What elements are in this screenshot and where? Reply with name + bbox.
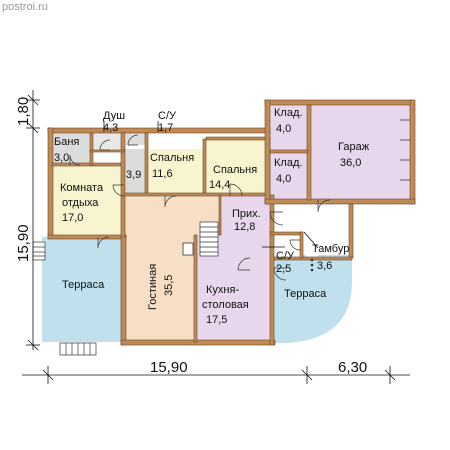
label-kuhnya-1: Кухня-: [206, 284, 239, 296]
wall-klad-mid: [269, 149, 309, 154]
door-spalnya1: [164, 195, 177, 208]
wall-garage-top: [264, 99, 414, 106]
walls: [47, 99, 416, 346]
area-su-bottom: 2,5: [276, 263, 291, 275]
label-gostinaya: Гостиная: [147, 264, 159, 310]
wall-left-upper: [47, 127, 54, 239]
floor-bath-small: [124, 149, 146, 193]
floor-right-block: [272, 195, 352, 255]
wall-su-left: [269, 231, 303, 236]
floor-banya: [52, 133, 92, 165]
tambur-dots: [310, 258, 314, 272]
label-garazh: Гараж: [338, 141, 370, 153]
area-klad1: 4,0: [276, 123, 291, 135]
wall-bottom-living: [120, 339, 276, 346]
label-kuhnya-2: столовая: [202, 299, 249, 311]
label-dush: Душ: [103, 110, 125, 122]
wall-garage-right: [409, 99, 416, 205]
area-garazh: 36,0: [340, 157, 361, 169]
door-kuhnya: [237, 257, 251, 271]
area-bath-small: 3,9: [126, 169, 141, 181]
label-spalnya2: Спальня: [213, 164, 257, 176]
door-garage-right: [400, 159, 410, 181]
label-su-bottom: С/У: [276, 250, 295, 262]
area-spalnya1: 11,6: [152, 168, 173, 180]
label-banya: Баня: [54, 136, 79, 148]
dim-left-main: 15,90: [15, 224, 32, 262]
wall-spalnya1-right: [202, 138, 207, 196]
floor-klad2: [270, 152, 310, 200]
floor-terrasa-right: [272, 252, 352, 343]
door-terrace-left: [97, 236, 110, 249]
wall-spalnya2-top: [205, 136, 271, 141]
area-kuhnya: 17,5: [206, 314, 227, 326]
door-banya: [69, 154, 81, 166]
door-su-bottom: [289, 239, 301, 251]
door-spalnya2: [229, 183, 243, 197]
wall-dush-left: [89, 132, 94, 166]
wall-garage-left: [264, 99, 271, 205]
dimension-lines: [22, 90, 410, 384]
wall-bedrooms-bottom: [123, 192, 271, 197]
stair-block: [199, 221, 219, 257]
door-dush: [99, 139, 111, 151]
label-prih: Прих.: [232, 208, 261, 220]
label-tambur: Тамбур: [312, 243, 349, 255]
area-komnata: 17,0: [62, 212, 83, 224]
floor-fills: [42, 104, 410, 343]
wall-prih-left: [218, 194, 222, 236]
fireplace: [182, 242, 194, 256]
area-dush: 4,3: [103, 122, 118, 134]
wall-left-terrace-top: [47, 234, 127, 240]
label-spalnya1: Спальня: [150, 152, 194, 164]
floor-terrasa-left: [42, 237, 124, 342]
door-garage-left: [400, 119, 410, 141]
wall-su-right: [299, 231, 304, 259]
floor-prih: [220, 195, 272, 235]
floor-spalnya2: [206, 139, 268, 195]
leader-tambur: [303, 231, 319, 249]
label-terrasa-right: Терраса: [284, 288, 327, 300]
wall-bath-right: [144, 132, 149, 196]
area-klad2: 4,0: [276, 173, 291, 185]
wall-gostinaya-left: [120, 234, 127, 346]
door-komnata: [112, 184, 125, 197]
floor-klad1: [270, 104, 310, 152]
label-su-top: С/У: [158, 110, 177, 122]
wall-garage-bottom: [264, 198, 416, 205]
dim-bottom-main: 15,90: [150, 359, 188, 376]
wall-tambur-right: [348, 203, 354, 259]
label-terrasa-left: Терраса: [62, 279, 105, 291]
floor-dush: [92, 133, 124, 151]
door-terrace-right: [273, 267, 287, 281]
area-gostinaya: 35,5: [163, 275, 175, 296]
wall-gostinaya-right: [193, 234, 198, 343]
area-banya: 3,0: [54, 152, 69, 164]
label-klad1: Клад.: [274, 107, 302, 119]
dim-bottom-extra: 6,30: [338, 359, 367, 376]
watermark: postroi.ru: [2, 1, 48, 13]
wall-kuhnya-right: [269, 194, 275, 346]
door-tambur: [317, 199, 331, 213]
area-su-top: 1,7: [158, 122, 173, 134]
floor-komnata: [52, 165, 124, 237]
floor-su-top: [126, 133, 148, 145]
label-klad2: Клад.: [274, 157, 302, 169]
label-komnata-1: Комната: [60, 182, 104, 194]
area-spalnya2: 14,4: [209, 179, 230, 191]
doors: [69, 119, 410, 281]
area-prih: 12,8: [234, 221, 255, 233]
label-komnata-2: отдыха: [62, 197, 99, 209]
entry-steps-left: [32, 241, 97, 356]
dim-left-top: 1,80: [15, 97, 32, 126]
floor-spalnya1: [148, 149, 204, 195]
door-su-top: [127, 134, 139, 146]
stairs: [199, 221, 219, 257]
floor-garazh: [310, 104, 410, 200]
door-prih: [269, 211, 284, 226]
area-tambur: 3,6: [317, 260, 332, 272]
